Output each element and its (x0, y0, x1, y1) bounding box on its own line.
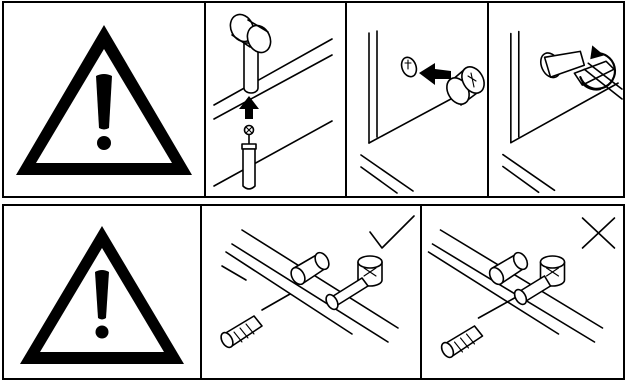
warning-panel-top (4, 3, 206, 196)
dowel-insert-icon (206, 3, 345, 196)
cam-bolt-insert-panel (347, 3, 489, 196)
warning-triangle-icon (4, 206, 200, 378)
instruction-row-bottom (2, 204, 625, 380)
instruction-row-top (2, 1, 625, 198)
cam-bolt-insert-icon (347, 3, 487, 196)
warning-panel-bottom (4, 206, 202, 378)
dowel-insert-panel (206, 3, 347, 196)
correct-assembly-icon (202, 206, 420, 378)
cross-mark-icon (583, 218, 615, 248)
correct-method-panel (202, 206, 422, 378)
cam-lock-rotate-icon (489, 3, 623, 196)
incorrect-assembly-icon (422, 206, 623, 378)
check-mark-icon (370, 216, 414, 248)
cam-lock-rotate-panel (489, 3, 623, 196)
warning-triangle-icon (4, 3, 204, 196)
incorrect-method-panel (422, 206, 623, 378)
